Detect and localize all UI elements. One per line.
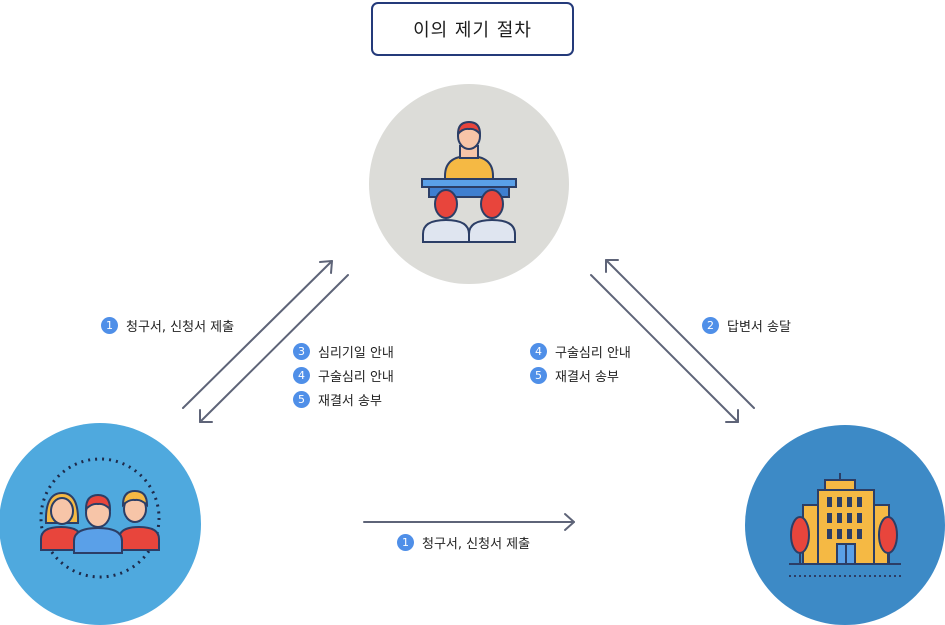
step-text: 심리기일 안내 xyxy=(318,345,394,361)
step-number-badge: 5 xyxy=(293,390,310,408)
step-text: 청구서, 신청서 제출 xyxy=(126,319,235,335)
step-number-badge: 2 xyxy=(702,316,719,334)
committee-node xyxy=(369,84,569,284)
step-text: 답변서 송달 xyxy=(727,319,791,335)
step-item: 5 재결서 송부 xyxy=(530,363,631,387)
step-item: 2 답변서 송달 xyxy=(702,313,791,337)
flow-label-bottom: 1 청구서, 신청서 제출 xyxy=(397,530,530,554)
applicants-node xyxy=(0,423,201,625)
step-item: 1 청구서, 신청서 제출 xyxy=(397,530,530,554)
flow-label-right-down: 4 구술심리 안내 5 재결서 송부 xyxy=(530,339,631,387)
agency-node xyxy=(745,425,945,625)
diagram-title: 이의 제기 절차 xyxy=(371,2,574,56)
arrow-committee-to-applicant xyxy=(199,274,349,423)
flow-label-right-up: 2 답변서 송달 xyxy=(702,313,791,337)
step-text: 청구서, 신청서 제출 xyxy=(422,536,531,552)
flow-label-left-down: 3 심리기일 안내 4 구술심리 안내 5 재결서 송부 xyxy=(293,339,394,411)
applicants-group-icon xyxy=(39,457,161,579)
step-number-badge: 4 xyxy=(530,342,547,360)
step-item: 3 심리기일 안내 xyxy=(293,339,394,363)
step-number-badge: 1 xyxy=(397,533,414,551)
step-text: 구술심리 안내 xyxy=(318,369,394,385)
office-building-icon xyxy=(789,473,901,577)
arrow-committee-to-agency xyxy=(590,274,739,423)
flow-label-left-up: 1 청구서, 신청서 제출 xyxy=(101,313,234,337)
arrow-agency-to-committee xyxy=(605,259,755,409)
committee-desk-icon xyxy=(421,120,517,243)
step-item: 4 구술심리 안내 xyxy=(293,363,394,387)
step-text: 구술심리 안내 xyxy=(555,345,631,361)
step-text: 재결서 송부 xyxy=(555,369,619,385)
step-number-badge: 5 xyxy=(530,366,547,384)
step-item: 5 재결서 송부 xyxy=(293,387,394,411)
step-item: 4 구술심리 안내 xyxy=(530,339,631,363)
step-number-badge: 1 xyxy=(101,316,118,334)
step-number-badge: 4 xyxy=(293,366,310,384)
step-text: 재결서 송부 xyxy=(318,393,382,409)
step-number-badge: 3 xyxy=(293,342,310,360)
arrow-applicant-to-committee xyxy=(182,260,333,409)
step-item: 1 청구서, 신청서 제출 xyxy=(101,313,234,337)
